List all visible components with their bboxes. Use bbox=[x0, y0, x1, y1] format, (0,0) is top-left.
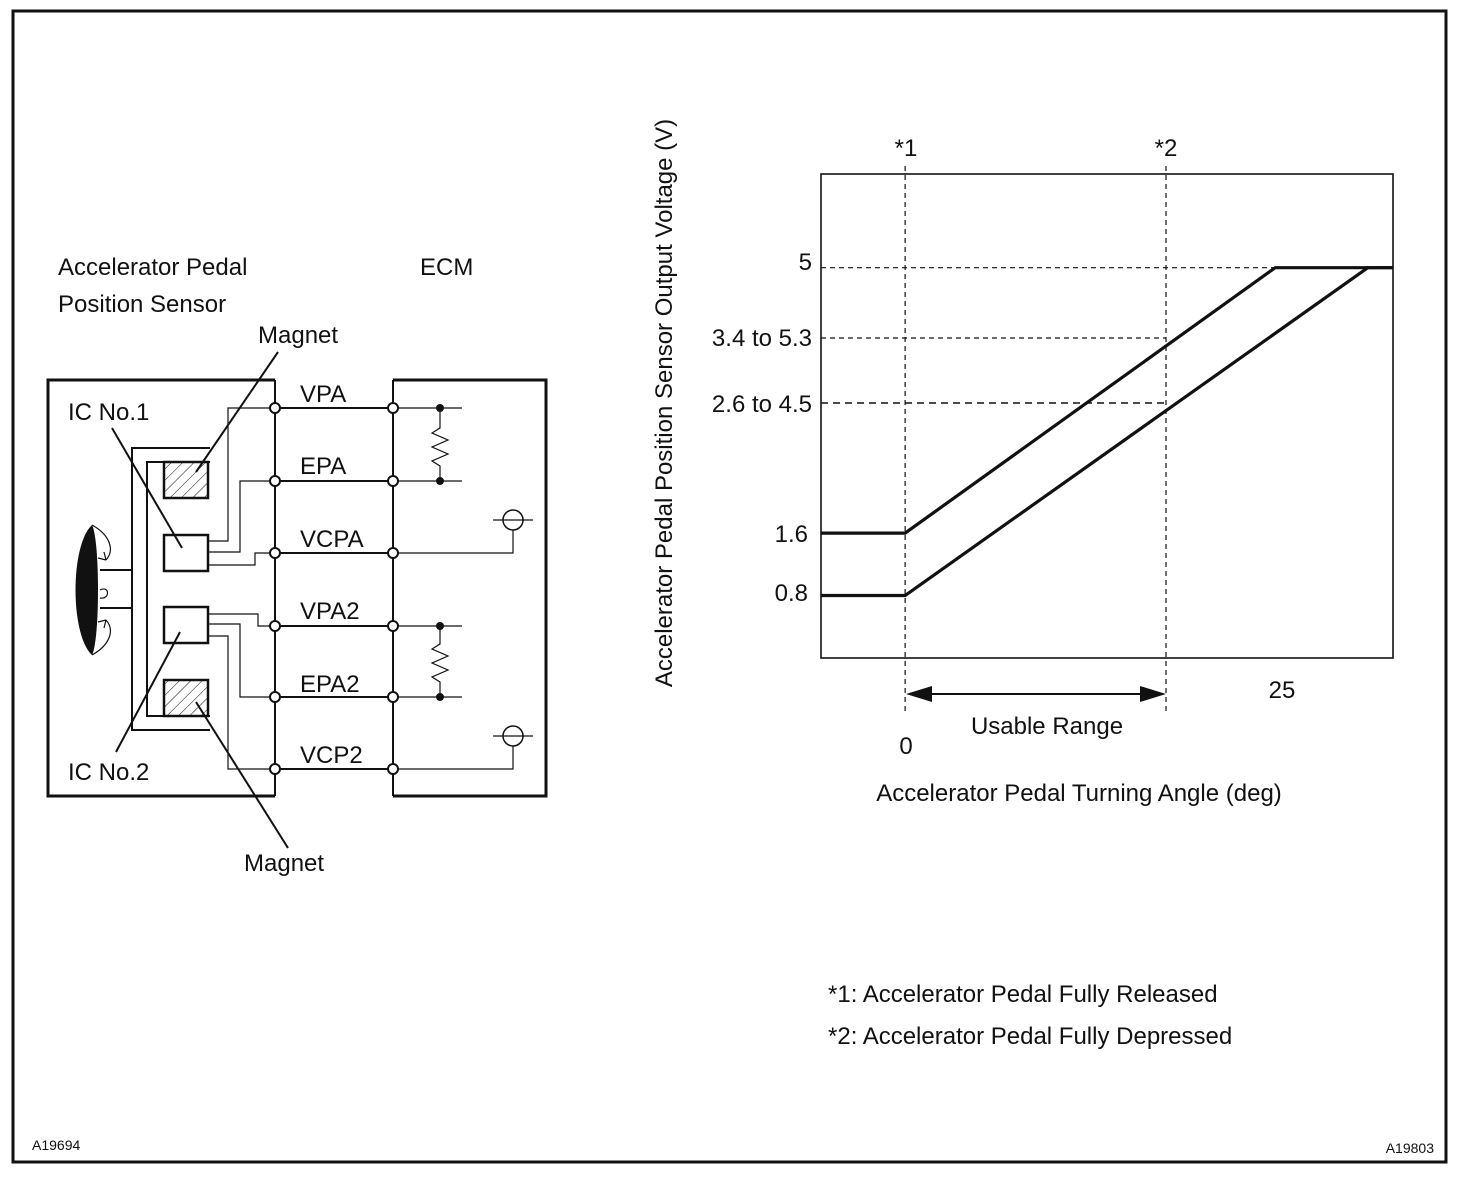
plot-area bbox=[820, 173, 1394, 659]
sensor-title-line1: Accelerator Pedal bbox=[58, 254, 247, 281]
signal-vcp2: VCP2 bbox=[300, 742, 363, 769]
sensor-output-chart: Accelerator Pedal Position Sensor Output… bbox=[651, 119, 1394, 1050]
x-tick-label-0: 0 bbox=[899, 733, 912, 760]
circuit-diagram: Accelerator Pedal Position Sensor ECM bbox=[46, 254, 548, 877]
ecm-title: ECM bbox=[420, 254, 473, 281]
series-layer bbox=[821, 266, 1393, 598]
ic2-label: IC No.2 bbox=[68, 759, 149, 786]
signal-epa: EPA bbox=[300, 453, 346, 480]
ic1-label: IC No.1 bbox=[68, 399, 149, 426]
signal-vpa2: VPA2 bbox=[300, 598, 360, 625]
signal-vpa: VPA bbox=[300, 381, 346, 408]
y-tick-label-0-8: 0.8 bbox=[775, 580, 808, 607]
usable-range-arrow bbox=[906, 686, 1166, 702]
reference-lines bbox=[821, 166, 1393, 712]
figure-id-left: A19694 bbox=[32, 1137, 80, 1153]
outer-frame bbox=[11, 9, 1448, 1164]
series-line-2 bbox=[821, 266, 1393, 598]
y-tick-label-3-4-to-5-3: 3.4 to 5.3 bbox=[712, 325, 812, 352]
series-line-1 bbox=[821, 266, 1393, 535]
sensor-box bbox=[46, 378, 275, 798]
resistor-2 bbox=[430, 626, 450, 697]
y-tick-labels: 5 3.4 to 5.3 2.6 to 4.5 1.6 0.8 bbox=[712, 249, 812, 607]
voltage-source-2 bbox=[493, 725, 533, 747]
y-axis-label: Accelerator Pedal Position Sensor Output… bbox=[651, 119, 678, 687]
ic-no1 bbox=[162, 533, 210, 573]
y-tick-label-5: 5 bbox=[799, 249, 812, 276]
magnet-bottom-label: Magnet bbox=[244, 850, 324, 877]
magnet-top bbox=[162, 460, 210, 500]
signal-epa2: EPA2 bbox=[300, 671, 360, 698]
terminal-nodes bbox=[269, 402, 399, 775]
usable-range-label: Usable Range bbox=[971, 713, 1123, 740]
ic-no2 bbox=[162, 605, 210, 645]
ecm-box bbox=[393, 378, 548, 798]
marker-2-label: *2 bbox=[1155, 135, 1178, 162]
x-tick-label-25: 25 bbox=[1269, 677, 1296, 704]
figure-id-right: A19803 bbox=[1386, 1140, 1434, 1156]
resistor-1 bbox=[430, 408, 450, 481]
footnote-1: *1: Accelerator Pedal Fully Released bbox=[828, 981, 1218, 1008]
x-axis-label: Accelerator Pedal Turning Angle (deg) bbox=[876, 780, 1282, 807]
rotation-icon bbox=[75, 524, 132, 656]
y-tick-label-2-6-to-4-5: 2.6 to 4.5 bbox=[712, 391, 812, 418]
footnote-2: *2: Accelerator Pedal Fully Depressed bbox=[828, 1023, 1232, 1050]
signal-vcpa: VCPA bbox=[300, 526, 364, 553]
sensor-title-line2: Position Sensor bbox=[58, 291, 226, 318]
marker-1-label: *1 bbox=[895, 135, 918, 162]
y-tick-label-1-6: 1.6 bbox=[775, 521, 808, 548]
voltage-source-1 bbox=[493, 509, 533, 531]
magnet-top-label: Magnet bbox=[258, 322, 338, 349]
